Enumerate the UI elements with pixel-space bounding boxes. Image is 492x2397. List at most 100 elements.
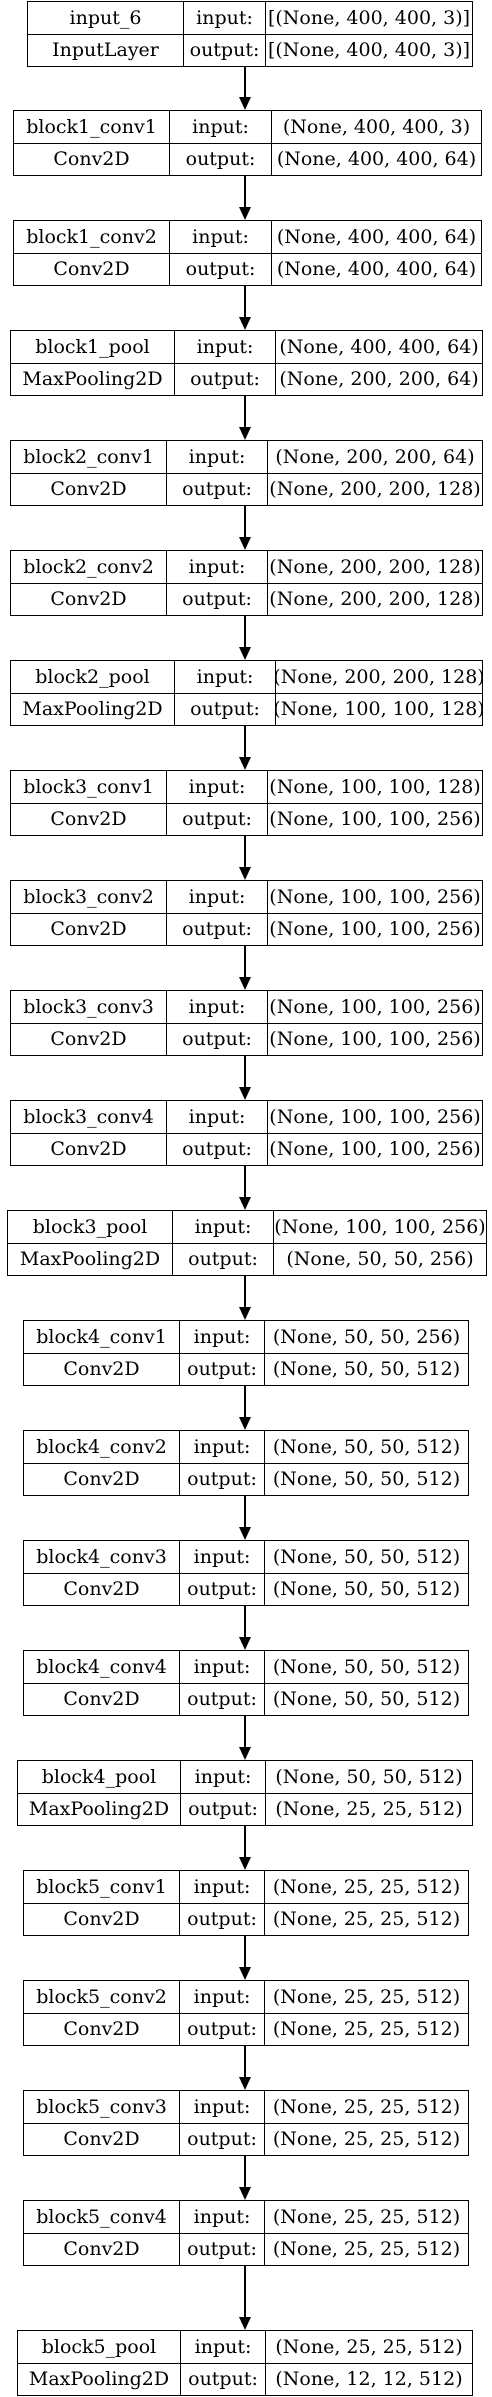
output-label: output: [166,1024,267,1055]
input-shape: (None, 100, 100, 256) [267,881,482,913]
output-label: output: [172,1244,273,1275]
output-label: output: [180,2364,265,2395]
output-shape: (None, 12, 12, 512) [265,2364,472,2395]
arrowhead-icon [239,1527,251,1540]
arrowhead-icon [239,1637,251,1650]
input-shape: (None, 50, 50, 512) [264,1651,468,1683]
layer-node: block5_conv4 input:(None, 25, 25, 512) Con… [23,2200,469,2266]
input-shape: (None, 50, 50, 256) [264,1321,468,1353]
input-label: input: [179,1431,264,1463]
arrowhead-icon [239,537,251,550]
layer-type: Conv2D [63,1358,140,1380]
layer-type: Conv2D [50,478,127,500]
arrowhead-icon [239,97,251,110]
input-label: input: [166,771,267,803]
input-shape: (None, 50, 50, 512) [264,1541,468,1573]
layer-type: MaxPooling2D [22,698,163,720]
output-shape: (None, 25, 25, 512) [264,2234,468,2265]
input-label: input: [166,1101,267,1133]
output-label: output: [179,2234,264,2265]
input-label: input: [179,1541,264,1573]
layer-name: block2_pool [35,665,150,688]
arrowhead-icon [239,427,251,440]
input-shape: [(None, 400, 400, 3)] [265,2,472,34]
arrowhead-icon [239,1857,251,1870]
output-label: output: [179,1904,264,1935]
arrowhead-icon [239,207,251,220]
layer-name: block3_conv1 [23,775,154,798]
layer-type: Conv2D [63,2238,140,2260]
output-shape: (None, 100, 100, 256) [267,804,482,835]
layer-type: Conv2D [50,1028,127,1050]
output-shape: (None, 25, 25, 512) [264,1904,468,1935]
input-label: input: [169,111,271,143]
layer-name: block5_conv3 [36,2095,167,2118]
layer-name: block2_conv2 [23,555,154,578]
input-shape: (None, 25, 25, 512) [265,2331,472,2363]
arrowhead-icon [239,1967,251,1980]
input-shape: (None, 400, 400, 3) [271,111,481,143]
connector-line [244,616,246,647]
layer-type: Conv2D [50,918,127,940]
output-shape: [(None, 400, 400, 3)] [265,35,472,66]
connector-line [244,1166,246,1197]
layer-name: block5_pool [41,2335,157,2358]
output-shape: (None, 100, 100, 256) [267,1024,482,1055]
input-label: input: [179,2201,264,2233]
output-label: output: [169,144,271,175]
connector-line [244,1386,246,1417]
output-label: output: [174,364,275,395]
output-label: output: [166,474,267,505]
input-shape: (None, 25, 25, 512) [264,2201,468,2233]
input-label: input: [174,331,275,363]
input-label: input: [179,2091,264,2123]
input-shape: (None, 100, 100, 256) [267,1101,482,1133]
input-shape: (None, 25, 25, 512) [264,1871,468,1903]
layer-bottom-row: Conv2D output:(None, 200, 200, 128) [11,473,482,505]
connector-line [244,2156,246,2187]
arrowhead-icon [239,757,251,770]
output-shape: (None, 100, 100, 256) [267,1134,482,1165]
layer-type: Conv2D [63,1688,140,1710]
input-label: input: [179,1981,264,2013]
connector-line [244,946,246,977]
output-shape: (None, 25, 25, 512) [265,1794,472,1825]
arrowhead-icon [239,1417,251,1430]
output-label: output: [179,1464,264,1495]
layer-type: Conv2D [63,2128,140,2150]
output-label: output: [179,1574,264,1605]
connector-line [244,286,246,317]
input-shape: (None, 50, 50, 512) [265,1761,472,1793]
layer-name: block3_pool [32,1215,148,1238]
output-shape: (None, 200, 200, 64) [275,364,482,395]
arrowhead-icon [239,867,251,880]
input-label: input: [166,881,267,913]
layer-type: MaxPooling2D [22,368,163,390]
output-shape: (None, 100, 100, 128) [275,694,482,725]
layer-name: block5_conv4 [36,2205,167,2228]
output-shape: (None, 200, 200, 128) [267,474,482,505]
input-label: input: [166,991,267,1023]
